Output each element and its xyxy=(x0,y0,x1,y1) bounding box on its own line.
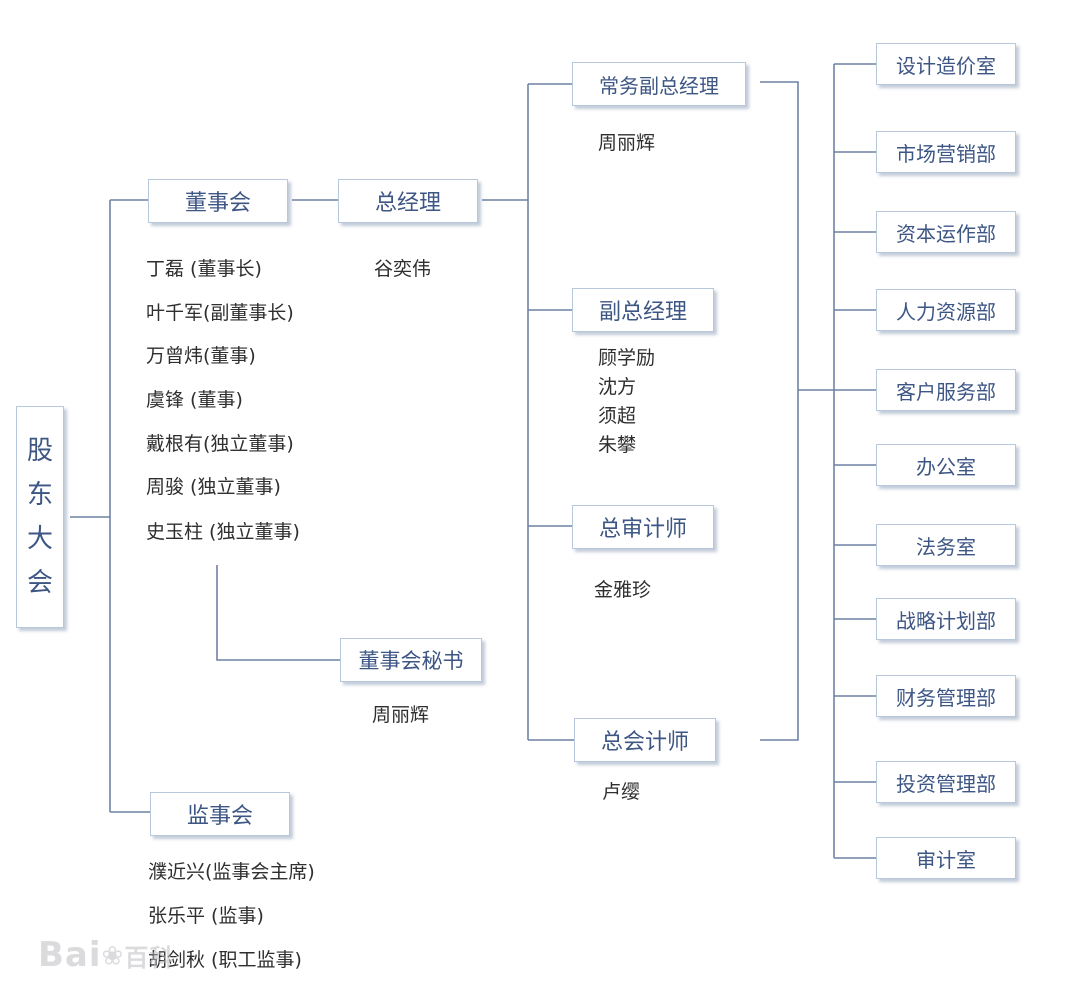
vice-gm-box: 副总经理 xyxy=(572,288,714,332)
board-member: 万曾炜(董事) xyxy=(146,345,256,367)
board-member: 丁磊 (董事长) xyxy=(146,258,262,280)
department-box: 投资管理部 xyxy=(876,761,1016,803)
watermark-text: Bai xyxy=(38,935,102,975)
supervisory-member: 濮近兴(监事会主席) xyxy=(148,861,315,883)
shareholders-box: 股 东 大 会 xyxy=(16,406,64,628)
vice-gm-name: 沈方 xyxy=(598,376,637,398)
baidu-watermark: Bai❀百科 xyxy=(38,935,174,975)
supervisory-box: 监事会 xyxy=(150,792,290,836)
department-box: 人力资源部 xyxy=(876,289,1016,331)
shareholders-char: 股 xyxy=(26,436,53,466)
board-member: 叶千军(副董事长) xyxy=(146,302,294,324)
paw-icon: ❀ xyxy=(101,941,125,972)
department-box: 办公室 xyxy=(876,444,1016,486)
board-secretary-box: 董事会秘书 xyxy=(340,638,482,682)
department-box: 设计造价室 xyxy=(876,43,1016,85)
supervisory-member: 张乐平 (监事) xyxy=(148,905,264,927)
board-box: 董事会 xyxy=(148,179,288,223)
department-box: 财务管理部 xyxy=(876,675,1016,717)
board-member: 周骏 (独立董事) xyxy=(146,476,281,498)
general-manager-box: 总经理 xyxy=(338,179,478,223)
board-secretary-name: 周丽辉 xyxy=(372,704,430,726)
department-box: 战略计划部 xyxy=(876,598,1016,640)
chief-accountant-box: 总会计师 xyxy=(574,718,716,762)
vice-gm-name: 顾学励 xyxy=(598,347,656,369)
watermark-tail: 百科 xyxy=(124,944,175,972)
board-member: 戴根有(独立董事) xyxy=(146,433,294,455)
vice-gm-name: 朱攀 xyxy=(598,434,637,456)
board-member: 虞锋 (董事) xyxy=(146,389,243,411)
chief-auditor-name: 金雅珍 xyxy=(594,579,652,601)
general-manager-name: 谷奕伟 xyxy=(374,258,432,280)
department-box: 市场营销部 xyxy=(876,131,1016,173)
department-box: 客户服务部 xyxy=(876,369,1016,411)
executive-vp-name: 周丽辉 xyxy=(598,132,656,154)
shareholders-char: 大 xyxy=(26,524,53,554)
chief-accountant-name: 卢缨 xyxy=(602,781,641,803)
department-box: 法务室 xyxy=(876,524,1016,566)
executive-vp-box: 常务副总经理 xyxy=(572,62,746,106)
connector-evp-right xyxy=(760,81,799,741)
connector-board-secretary xyxy=(216,565,340,661)
vice-gm-name: 须超 xyxy=(598,405,637,427)
supervisory-member: 胡剑秋 (职工监事) xyxy=(148,949,302,971)
department-box: 审计室 xyxy=(876,837,1016,879)
board-member: 史玉柱 (独立董事) xyxy=(146,521,300,543)
shareholders-char: 会 xyxy=(26,568,53,598)
department-box: 资本运作部 xyxy=(876,211,1016,253)
chief-auditor-box: 总审计师 xyxy=(572,505,714,549)
shareholders-char: 东 xyxy=(26,480,53,510)
